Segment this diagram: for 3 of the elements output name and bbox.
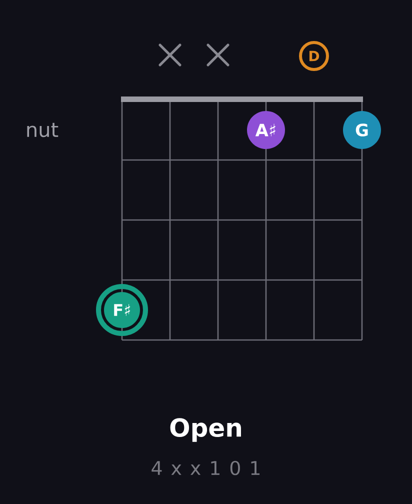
chord-name: Open — [170, 418, 241, 442]
fret-numbers: 4 x x 1 0 1 — [152, 460, 260, 476]
nut-label: nut — [27, 122, 58, 138]
